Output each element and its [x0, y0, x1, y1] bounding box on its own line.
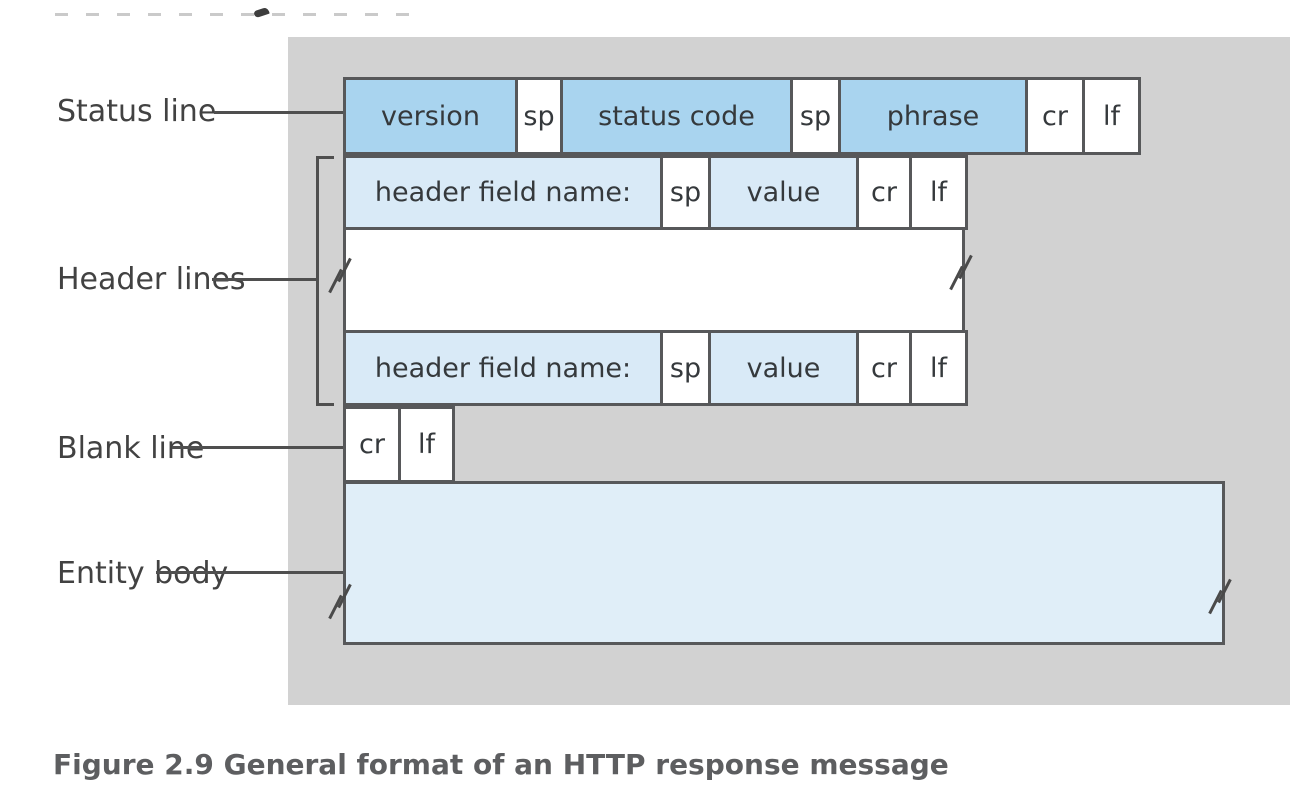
cell-header-field-name: header field name:	[343, 330, 663, 406]
cell-cr: cr	[856, 155, 912, 230]
cell-phrase: phrase	[838, 77, 1028, 155]
cell-cr: cr	[343, 406, 401, 483]
entity-body-box	[343, 481, 1225, 645]
cell-cr: cr	[1025, 77, 1085, 155]
cell-lf: lf	[1082, 77, 1141, 155]
cell-status-code: status code	[560, 77, 793, 155]
figure-caption: Figure 2.9 General format of an HTTP res…	[53, 748, 949, 781]
header-line-row-2: header field name: sp value cr lf	[343, 330, 968, 406]
cell-value: value	[708, 155, 859, 230]
break-mark-header-right	[949, 254, 981, 292]
cell-lf: lf	[909, 155, 968, 230]
cell-version: version	[343, 77, 518, 155]
break-mark-entity-right	[1208, 578, 1240, 616]
cell-value: value	[708, 330, 859, 406]
header-lines-bracket	[316, 156, 334, 406]
leader-entity-body	[156, 571, 343, 574]
header-lines-ellipsis-box	[343, 227, 965, 333]
leader-header-lines	[212, 278, 318, 281]
cell-sp: sp	[660, 330, 711, 406]
cell-sp: sp	[515, 77, 563, 155]
cropped-text-fragment-mark	[253, 6, 270, 19]
cell-lf: lf	[909, 330, 968, 406]
cell-header-field-name: header field name:	[343, 155, 663, 230]
cell-cr: cr	[856, 330, 912, 406]
cropped-text-fragment	[55, 13, 427, 16]
status-line-row: version sp status code sp phrase cr lf	[343, 77, 1141, 155]
blank-line-row: cr lf	[343, 406, 455, 483]
leader-blank-line	[172, 446, 343, 449]
cell-lf: lf	[398, 406, 455, 483]
label-status-line: Status line	[57, 94, 217, 129]
break-mark-entity-left	[328, 583, 360, 621]
leader-status-line	[214, 111, 343, 114]
header-line-row-1: header field name: sp value cr lf	[343, 155, 968, 230]
cell-sp: sp	[790, 77, 841, 155]
cell-sp: sp	[660, 155, 711, 230]
